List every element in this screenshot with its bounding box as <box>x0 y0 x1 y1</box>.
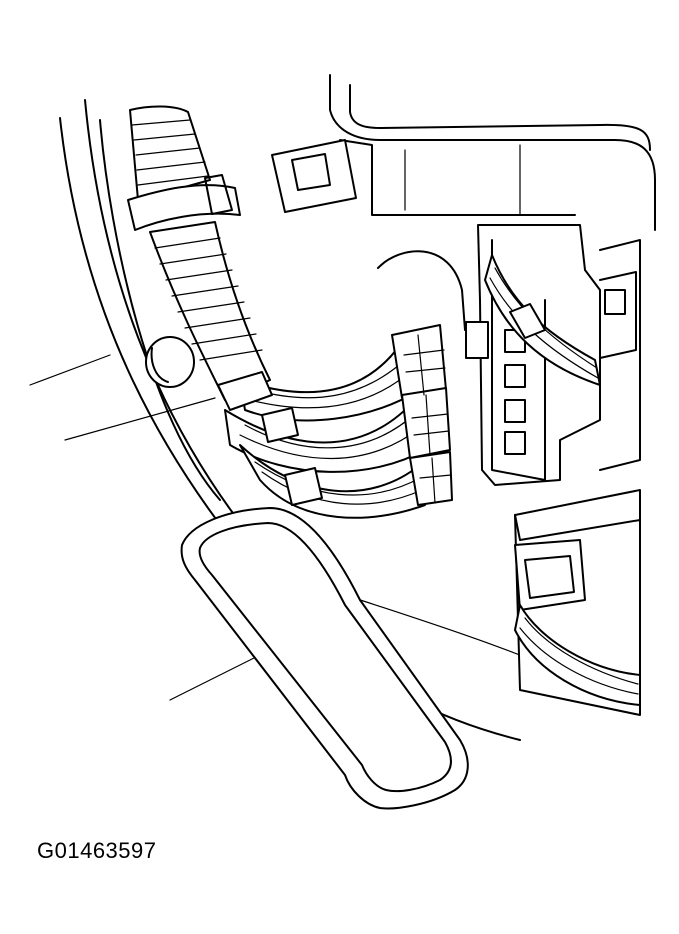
bracket-clip <box>271 139 357 213</box>
harness-illustration <box>29 74 656 810</box>
dash-panel-outline <box>329 74 656 231</box>
cable-arc <box>377 250 466 331</box>
lower-module-harness <box>514 604 641 706</box>
lower-module-connector-inner <box>524 555 575 599</box>
tape-wraps <box>217 371 323 506</box>
lower-harness-strands <box>519 617 639 695</box>
accelerator-pedal <box>180 507 469 810</box>
dash-lower-lip <box>339 139 576 216</box>
kick-panel-edge <box>99 119 221 501</box>
connector-bottom <box>409 451 453 506</box>
bracket-clip-tab <box>291 153 331 191</box>
right-module-face <box>599 271 637 359</box>
connector-top <box>391 324 447 399</box>
connector-stack <box>391 324 453 506</box>
grommet-inner <box>150 347 169 383</box>
right-module-tab <box>604 289 626 315</box>
junction-harness <box>484 254 601 386</box>
leader-line-upper <box>29 354 111 386</box>
junction-wrap <box>509 303 546 339</box>
dash-panel-inner <box>349 84 651 151</box>
figure-id-label: G01463597 <box>37 838 157 863</box>
line-drawing <box>29 74 656 810</box>
lower-module-top <box>514 514 641 541</box>
leader-line-middle <box>64 397 216 441</box>
lower-module-connector <box>514 539 586 611</box>
body-panel-inner-edge <box>84 99 271 561</box>
junction-box-inner <box>491 239 546 481</box>
accelerator-pedal-pad <box>198 522 452 793</box>
harness-clamp-head <box>204 174 233 215</box>
right-module-outline <box>599 239 641 471</box>
harness-clamp <box>127 184 241 231</box>
harness-ribs-upper <box>131 119 209 186</box>
connector-middle <box>401 387 451 459</box>
harness-ribs-lower <box>154 237 263 361</box>
harness-bundle-upper <box>129 105 211 201</box>
